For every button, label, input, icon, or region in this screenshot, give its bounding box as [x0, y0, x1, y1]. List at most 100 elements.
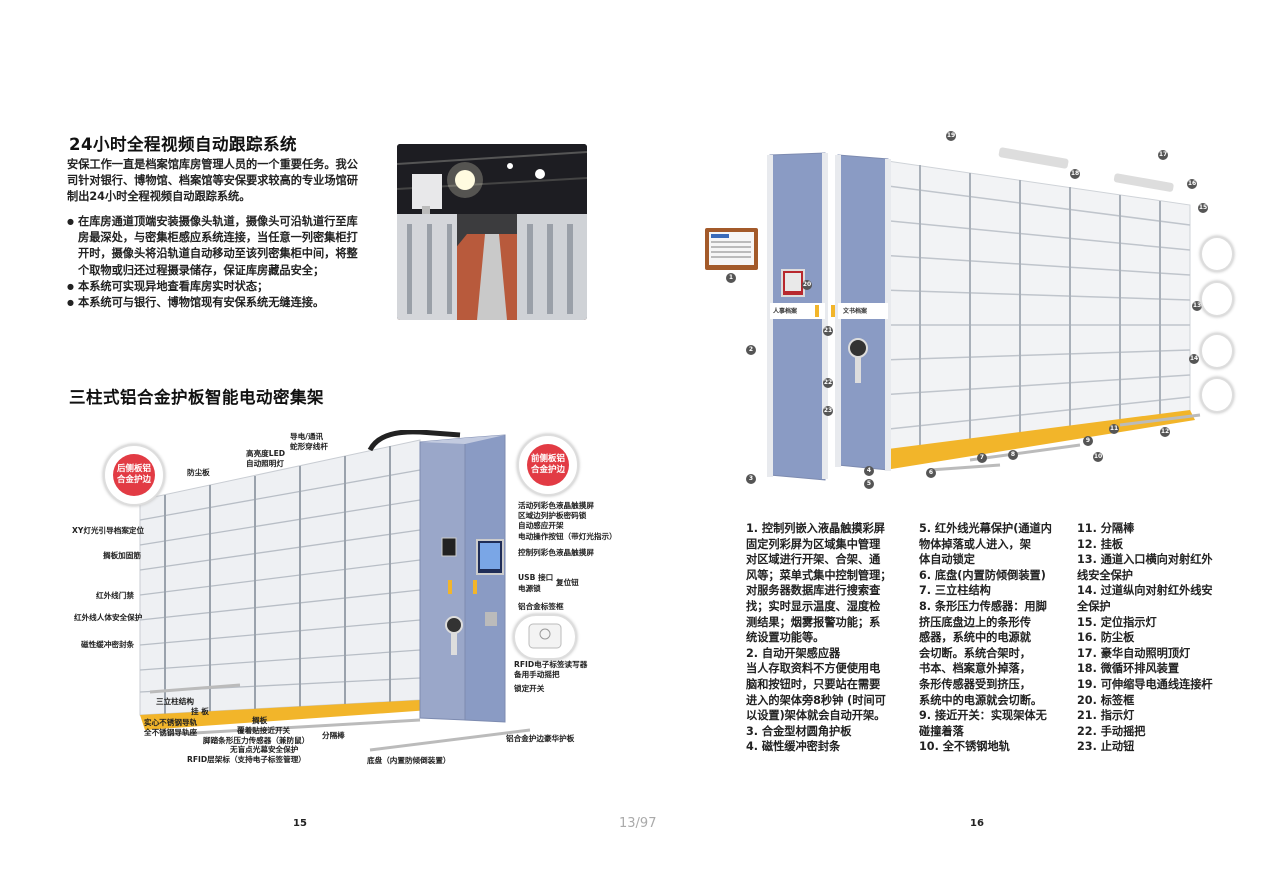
callout-proximity: 覆着贴接近开关 [237, 726, 291, 735]
intro-line: 安保工作一直是档案馆库房管理人员的一个重要任务。我公 [67, 158, 358, 171]
feature-line: 23. 止动钮 [1077, 740, 1135, 754]
feature-line: 6. 底盘(内置防倾倒装置) [919, 568, 1046, 582]
feature-line: 3. 合金型材圆角护板 [746, 724, 852, 738]
zoom-ir-sensor-4 [1200, 377, 1234, 413]
marker-23: 23 [823, 406, 833, 416]
feature-line: 物体掉落或人进入，架 [919, 537, 1031, 551]
callout-elec-btn: 电动操作按钮（带灯光指示） [518, 532, 617, 541]
marker-3: 3 [746, 474, 756, 484]
feature-line: 系统中的电源就会切断。 [919, 693, 1043, 707]
feature-line: 找；实时显示温度、湿度检 [746, 599, 881, 613]
feature-line: 会切断。系统合架时， [919, 646, 1031, 660]
feature-line: 线安全保护 [1077, 568, 1133, 582]
callout-lock-open: 锁定开关 [514, 684, 545, 693]
callout-rfid-reader: RFID电子标签读写器 [514, 660, 588, 669]
panel-label-documents: 文书档案 [843, 308, 868, 315]
front-side-panel-bubble: 前侧板铝合金护边 [517, 434, 579, 496]
callout-shelf-fix: 搁板加固筋 [103, 551, 141, 560]
intro-line: 制出24小时全程视频自动跟踪系统。 [67, 190, 251, 204]
bullet-item: 本系统可与银行、博物馆现有安保系统无缝连接。 [67, 295, 372, 311]
callout-chassis: 底盘（内置防倾倒装置） [367, 756, 451, 765]
feature-line: 4. 磁性缓冲密封条 [746, 740, 841, 754]
feature-line: 全保护 [1077, 599, 1111, 613]
marker-4: 4 [864, 466, 874, 476]
feature-line: 体自动锁定 [919, 553, 975, 567]
marker-17: 17 [1158, 150, 1168, 160]
marker-11: 11 [1109, 424, 1119, 434]
marker-1: 1 [726, 273, 736, 283]
shelving-diagram-left [120, 429, 540, 760]
feature-line: 固定列彩屏为区域集中管理 [746, 537, 881, 551]
page-number-right: 16 [970, 818, 984, 829]
zoom-ir-sensor-3 [1200, 333, 1234, 369]
callout-led-line2: 自动照明灯 [246, 459, 284, 468]
intro-line: 司针对银行、博物馆、档案馆等安保要求较高的专业场馆研 [67, 174, 358, 188]
callout-usb: USB 接口 [518, 573, 554, 582]
corridor-camera-photo [397, 144, 587, 320]
marker-19: 19 [946, 131, 956, 141]
marker-10: 10 [1093, 452, 1103, 462]
callout-blind-screen: 无盲点光幕安全保护 [230, 745, 299, 754]
feature-line: 20. 标签框 [1077, 693, 1135, 707]
callout-alu-side: 铝合金护边豪华护板 [506, 734, 575, 743]
shelving-diagram-right [730, 125, 1250, 495]
bullet-item: 本系统可实现异地查看库房实时状态； [67, 279, 372, 295]
feature-line: 13. 通道入口横向对射红外 [1077, 553, 1213, 567]
feature-line: 18. 微循环排风装置 [1077, 662, 1180, 676]
bubble-line: 前侧板铝 [530, 454, 565, 464]
zoom-ir-sensor-1 [1200, 236, 1234, 272]
marker-8: 8 [1008, 450, 1018, 460]
callout-shelf-board: 搁板 [252, 716, 268, 725]
bullet-line: 个取物或归还过程摄录储存，保证库房藏品安全； [78, 263, 325, 277]
feature-line: 1. 控制列嵌入液晶触摸彩屏 [746, 522, 885, 535]
marker-12: 12 [1160, 427, 1170, 437]
touch-panel-inset [705, 228, 758, 270]
feature-line: 当人存取资料不方便使用电 [746, 662, 881, 676]
feature-line: 8. 条形压力传感器：用脚 [919, 599, 1047, 613]
callout-three-col: 三立柱结构 [156, 697, 194, 706]
feature-line: 对服务器数据库进行搜索查 [746, 584, 881, 598]
marker-22: 22 [823, 378, 833, 388]
feature-line: 16. 防尘板 [1077, 631, 1135, 645]
callout-power-lock: 电源锁 [518, 584, 541, 593]
feature-line: 2. 自动开架感应器 [746, 646, 841, 660]
rear-side-panel-bubble: 后侧板铝合金护边 [103, 444, 165, 506]
feature-line: 9. 接近开关：实现架体无 [919, 709, 1047, 723]
marker-20: 20 [802, 280, 812, 290]
callout-ss-base: 全不锈钢导轨座 [144, 728, 198, 737]
marker-16: 16 [1187, 179, 1197, 189]
feature-line: 挤压底盘边上的条形传 [919, 615, 1031, 629]
bullet-item: 在库房通道顶端安装摄像头轨道，摄像头可沿轨道行至库房最深处，与密集柜感应系统连接… [67, 214, 372, 279]
feature-line: 12. 挂板 [1077, 537, 1124, 551]
marker-9: 9 [1083, 436, 1093, 446]
callout-rfid-mark: RFID层架标（支持电子标签管理） [187, 755, 306, 764]
bubble-line: 后侧板铝 [116, 464, 151, 474]
pager-indicator: 13/97 [619, 816, 657, 831]
callout-guide-line2: 蛇形穿线杆 [290, 442, 328, 451]
feature-line: 脑和按钮时，只要站在需要 [746, 677, 881, 691]
callout-dustproof: 防尘板 [187, 468, 210, 477]
feature-line: 碰撞着落 [919, 724, 964, 738]
bullet-line: 在库房通道顶端安装摄像头轨道，摄像头可沿轨道行至库 [78, 215, 358, 228]
callout-magnet: 磁性缓冲密封条 [81, 640, 135, 649]
marker-5: 5 [864, 479, 874, 489]
front-side-panel-label: 前侧板铝合金护边 [527, 444, 569, 486]
callout-alu-label: 铝合金标签框 [518, 602, 564, 611]
callout-guide-line1: 导电/通讯 [290, 432, 324, 441]
feature-line: 进入的架体旁8秒钟 (时间可 [746, 693, 886, 707]
section-title-electric-shelving: 三柱式铝合金护板智能电动密集架 [69, 388, 324, 407]
feature-line: 21. 指示灯 [1077, 709, 1135, 723]
feature-line: 统设置功能等。 [746, 631, 825, 645]
callout-lcd-screen: 控制列彩色液晶触摸屏 [518, 548, 594, 557]
callout-reset: 复位钮 [556, 578, 579, 587]
bubble-line: 合金护边 [116, 475, 151, 485]
page-number-left: 15 [293, 818, 307, 829]
callout-hand-crank: 备用手动摇把 [514, 670, 560, 679]
feature-line: 19. 可伸缩导电通线连接杆 [1077, 677, 1213, 691]
bullet-line: 房最深处，与密集柜感应系统连接，当任意一列密集柜打 [78, 231, 358, 245]
feature-line: 22. 手动摇把 [1077, 724, 1146, 738]
marker-21: 21 [823, 326, 833, 336]
feature-line: 14. 过道纵向对射红外线安 [1077, 584, 1213, 598]
feature-line: 5. 红外线光幕保护(通道内 [919, 522, 1052, 535]
